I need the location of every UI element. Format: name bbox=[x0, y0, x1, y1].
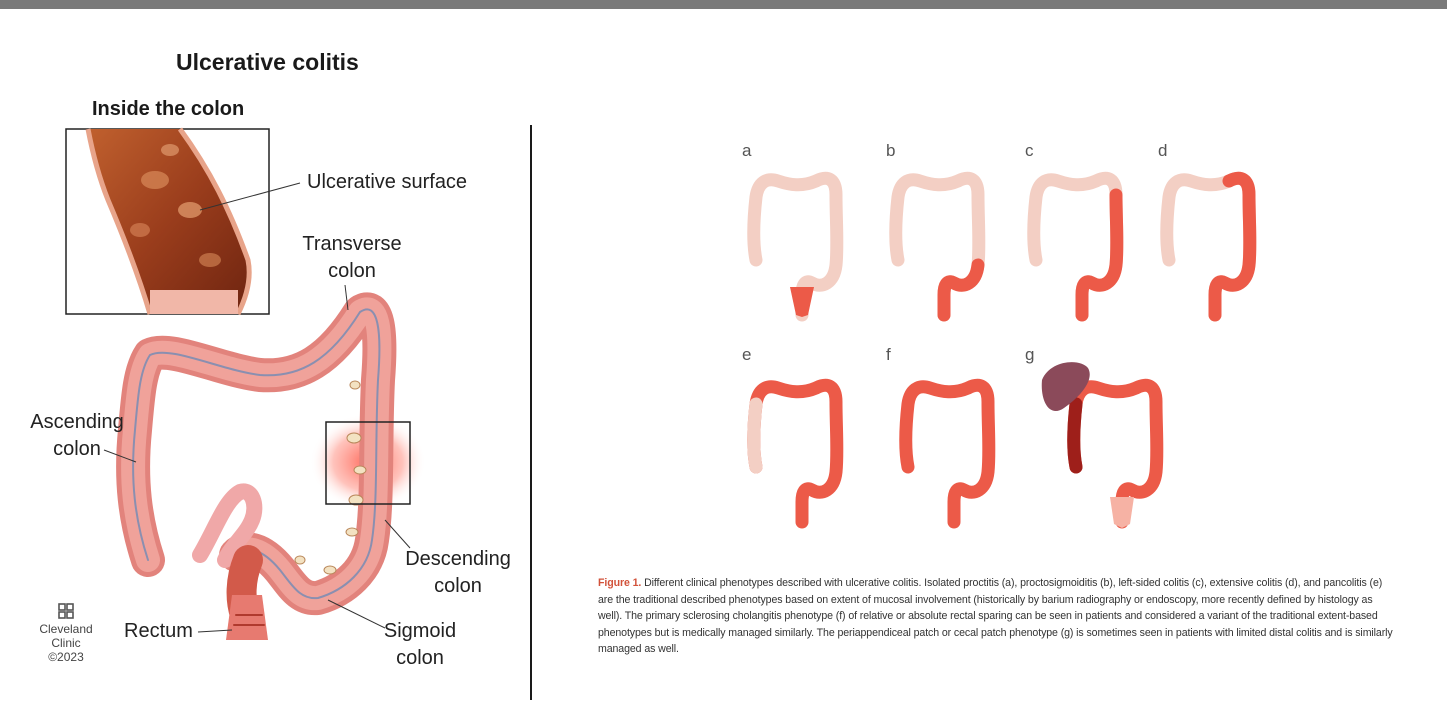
phenotype-a bbox=[754, 178, 837, 317]
caption-figure-label: Figure 1. bbox=[598, 577, 641, 589]
phenotype-g bbox=[1042, 362, 1157, 528]
figure-caption: Figure 1. Different clinical phenotypes … bbox=[598, 575, 1398, 658]
caption-text: Different clinical phenotypes described … bbox=[598, 577, 1393, 655]
phenotype-b bbox=[896, 178, 979, 315]
phenotype-f bbox=[906, 385, 989, 522]
phenotype-e bbox=[754, 385, 837, 522]
phenotype-c bbox=[1034, 178, 1117, 315]
phenotype-d bbox=[1167, 178, 1250, 315]
